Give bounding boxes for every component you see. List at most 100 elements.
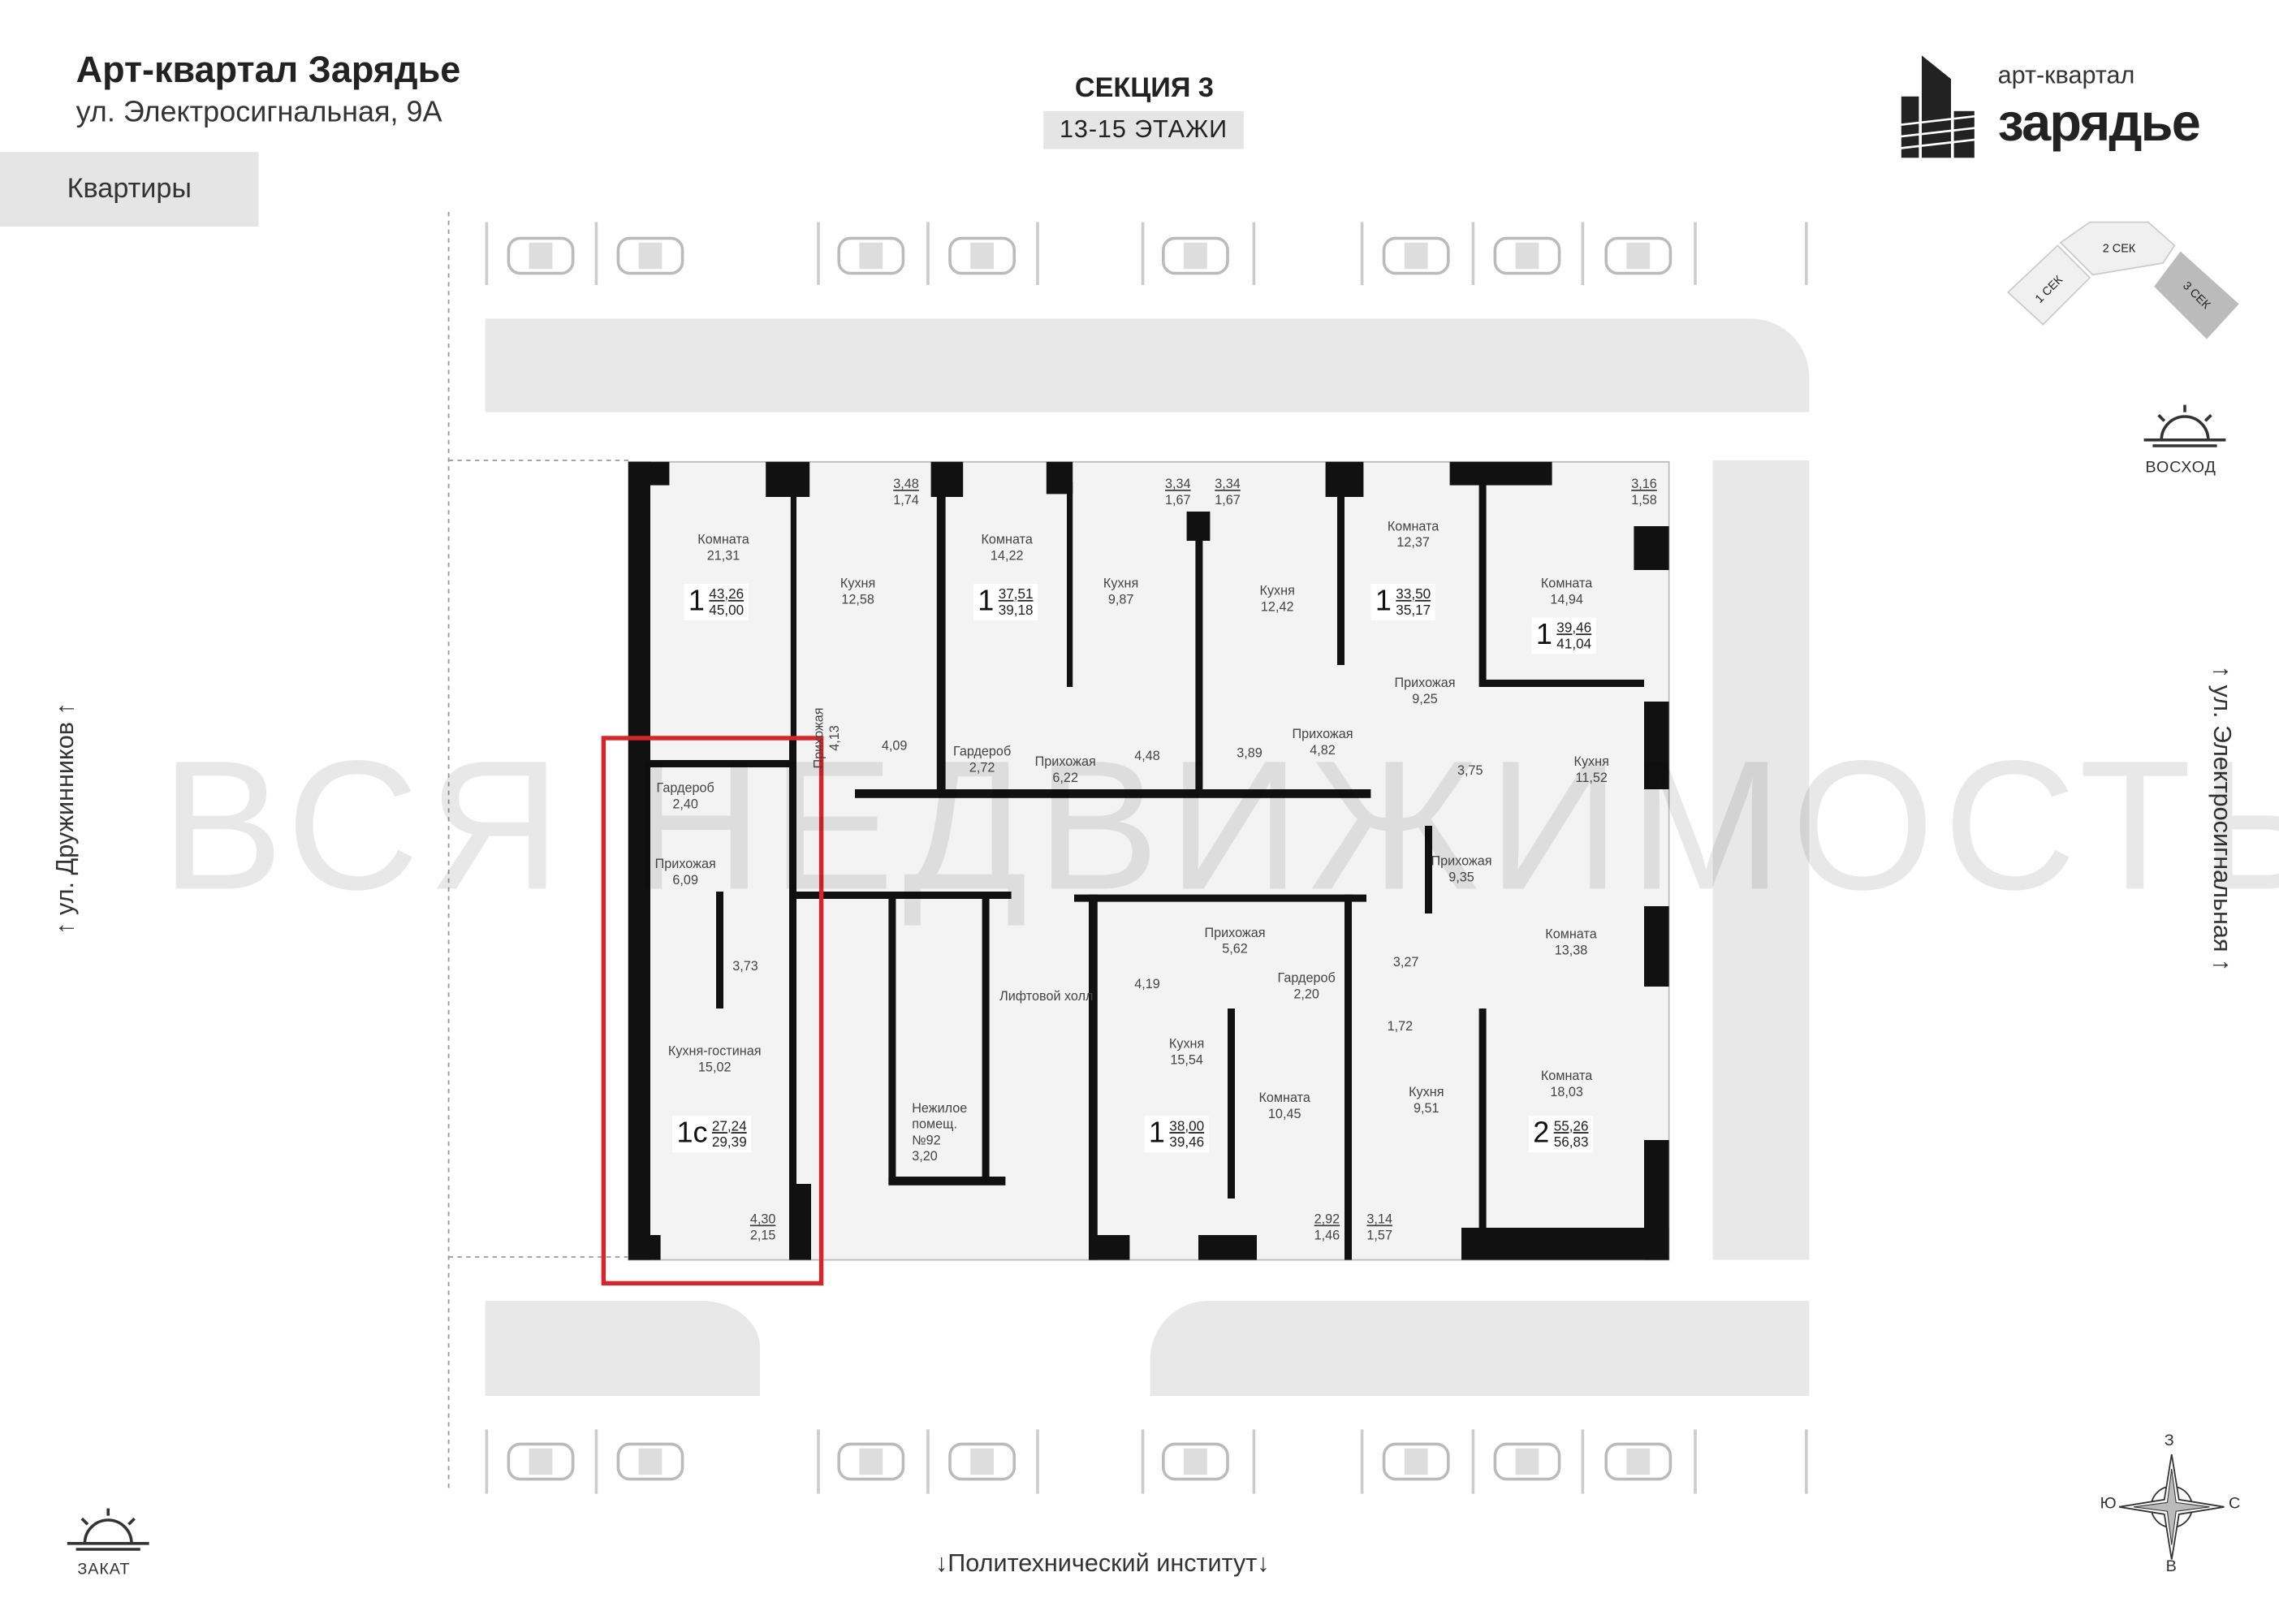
balcony-reduced: 1,67 (1165, 492, 1191, 508)
room-area: 15,02 (697, 1060, 732, 1074)
parking (485, 222, 1808, 1494)
apartment-rooms: 1с (676, 1117, 708, 1150)
compass-north: З (2164, 1432, 2175, 1450)
car-icon (1161, 1442, 1229, 1481)
apartment-living-area: 55,26 (1553, 1118, 1589, 1134)
room-area: 6,09 (672, 872, 698, 888)
room-name: Кухня (1168, 1036, 1205, 1052)
section-minimap: 1 СЕК 2 СЕК 3 СЕК (2002, 219, 2243, 351)
apartments-tab[interactable]: Квартиры (0, 152, 259, 227)
car-icon (1493, 1442, 1561, 1481)
room-area: 12,58 (841, 592, 874, 607)
room-label: 3,89 (1237, 729, 1263, 762)
car-icon (1161, 236, 1229, 275)
logo-line1: арт-квартал (1997, 61, 2135, 89)
apartment-rooms: 1 (688, 585, 705, 618)
apartment-rooms: 1 (1375, 585, 1392, 618)
room-name: Прихожая (654, 856, 716, 871)
balcony-total: 4,30 (749, 1212, 776, 1227)
room-name: Лифтовой холл (999, 988, 1094, 1004)
sunset-label: ЗАКАТ (77, 1561, 131, 1579)
apartment-total-area: 41,04 (1556, 636, 1592, 652)
balcony-reduced: 1,67 (1215, 492, 1241, 508)
room-area: 2,40 (672, 797, 698, 811)
room-name: Комната (1258, 1090, 1310, 1105)
apartment-total-area: 35,17 (1396, 602, 1431, 619)
car-icon (1493, 236, 1561, 275)
brand-logo: арт-квартал зарядье (1893, 47, 2251, 164)
room-area: 3,75 (1457, 762, 1483, 778)
room-name: Прихожая (1292, 726, 1353, 741)
minimap-s2: 2 СЕК (2102, 241, 2136, 256)
room-name: Прихожая (1034, 754, 1096, 769)
room-area: 3,27 (1392, 954, 1419, 970)
balcony-total: 3,16 (1631, 476, 1657, 491)
balcony-reduced: 2,15 (749, 1228, 776, 1242)
apartment-living-area: 43,26 (709, 585, 745, 603)
compass-east: С (2229, 1495, 2242, 1513)
room-label: 4,48 (1134, 732, 1160, 765)
floors-badge: 13-15 ЭТАЖИ (1043, 110, 1244, 149)
apartment-rooms: 2 (1533, 1117, 1550, 1150)
room-name: Нежилое помещ. №92 (912, 1100, 968, 1147)
room-area: 4,13 (827, 725, 842, 751)
room-area: 6,22 (1052, 770, 1078, 785)
room-area: 12,37 (1396, 534, 1430, 550)
balcony-total: 3,14 (1366, 1212, 1392, 1227)
street-bottom-label: Политехнический институт (947, 1549, 1258, 1578)
room-area: 4,09 (881, 738, 908, 753)
room-name: Кухня (1573, 754, 1609, 769)
car-icon (1382, 1442, 1450, 1481)
project-title: Арт-квартал Зарядье (76, 50, 461, 91)
apartment-rooms: 1 (1148, 1117, 1165, 1150)
room-name: Комната (697, 532, 749, 547)
room-area: 10,45 (1267, 1106, 1301, 1121)
apartment-living-area: 38,00 (1169, 1118, 1205, 1134)
car-icon (507, 236, 575, 275)
room-area: 18,03 (1550, 1084, 1583, 1099)
building-logo-icon (1893, 55, 1995, 158)
project-address: ул. Электросигнальная, 9А (76, 96, 442, 129)
apartment-total-area: 39,18 (998, 602, 1034, 619)
room-area: 14,22 (990, 548, 1024, 563)
room-name: Комната (1387, 519, 1439, 533)
room-name: Гардероб (656, 780, 714, 796)
room-label: 3,75 (1457, 747, 1483, 780)
room-area: 9,51 (1414, 1100, 1439, 1116)
room-name: Прихожая (1394, 675, 1456, 690)
apartment-living-area: 33,50 (1396, 585, 1431, 603)
balcony-reduced: 1,46 (1314, 1228, 1340, 1242)
room-area: 4,82 (1310, 742, 1336, 758)
room-label: 1,72 (1388, 1003, 1414, 1035)
sunrise-label: ВОСХОД (2145, 459, 2216, 477)
apartment-total-area: 56,83 (1553, 1134, 1589, 1151)
sunset-icon (67, 1508, 149, 1551)
car-icon (616, 1442, 684, 1481)
room-name: Кухня (1259, 583, 1295, 598)
room-name: Кухня (1409, 1084, 1444, 1099)
room-name: Кухня (1103, 576, 1139, 591)
